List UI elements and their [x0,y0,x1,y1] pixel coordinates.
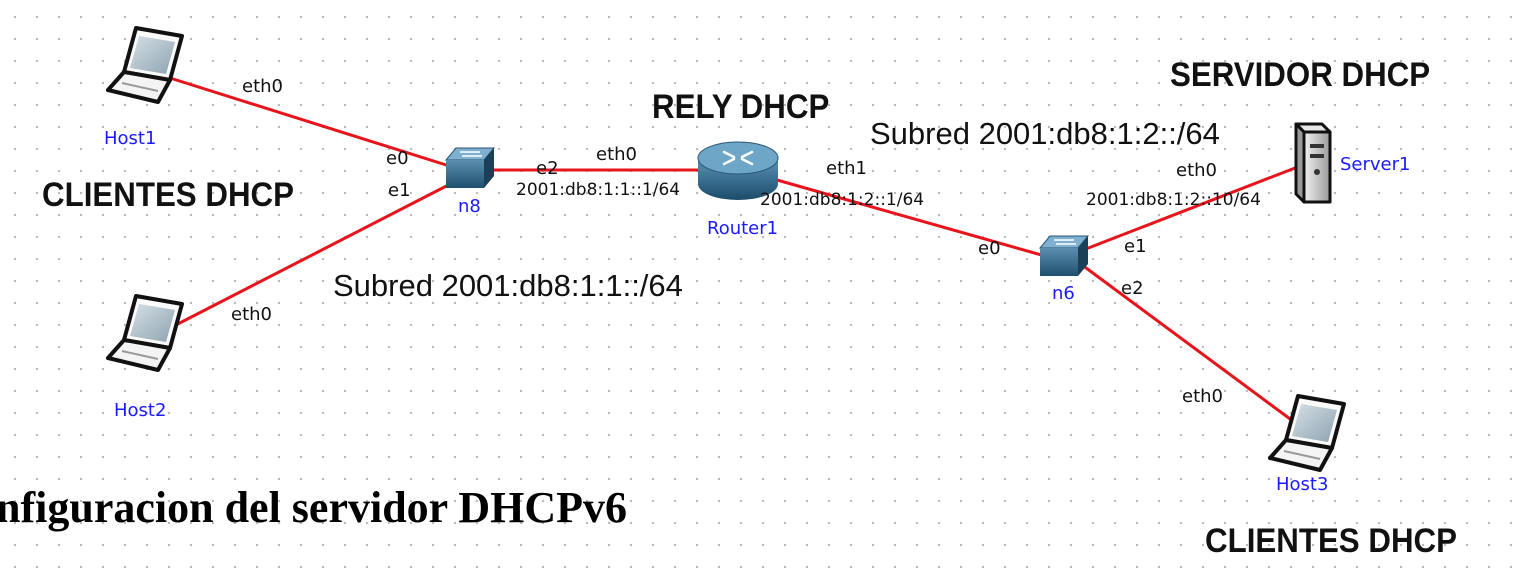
laptop-icon [1268,394,1346,472]
node-label-host3[interactable]: Host3 [1276,474,1329,495]
clients-left-label: CLIENTES DHCP [42,176,295,214]
link-host1-n8 [169,76,463,172]
clients-right-label: CLIENTES DHCP [1205,522,1458,560]
iface-host1-eth0: eth0 [242,76,283,97]
switch-icon [1038,235,1090,276]
addr-server-eth0: 2001:db8:1:2::10/64 [1086,190,1261,210]
iface-n8-e0: e0 [386,148,409,169]
laptop-icon [106,294,184,372]
link-n6-host3 [1077,260,1306,432]
link-router1-n6 [769,176,1053,260]
iface-n6-e1: e1 [1124,236,1147,257]
server-icon [1294,122,1332,204]
subnet-2-label: Subred 2001:db8:1:2::/64 [870,116,1220,151]
page-title: nfiguracion del servidor DHCPv6 [0,483,628,532]
iface-n6-e0: e0 [978,238,1001,259]
switch-icon [444,147,496,188]
iface-n6-e2: e2 [1121,278,1144,299]
link-host2-n8 [169,176,463,330]
iface-server-eth0: eth0 [1176,160,1217,181]
node-label-router1[interactable]: Router1 [707,218,779,239]
node-label-n8[interactable]: n8 [458,196,481,217]
subnet-1-label: Subred 2001:db8:1:1::/64 [333,268,683,303]
iface-router-eth1: eth1 [826,158,867,179]
node-label-server1[interactable]: Server1 [1340,154,1411,175]
server-label: SERVIDOR DHCP [1170,56,1431,94]
node-label-host1[interactable]: Host1 [104,128,157,149]
node-label-host2[interactable]: Host2 [114,400,167,421]
iface-n8-e1: e1 [388,180,411,201]
iface-n8-e2: e2 [536,158,559,179]
relay-label: RELY DHCP [652,88,830,126]
iface-router-eth0: eth0 [596,144,637,165]
laptop-icon [106,26,184,104]
addr-router-eth0: 2001:db8:1:1::1/64 [516,180,681,200]
addr-router-eth1: 2001:db8:1:2::1/64 [760,190,925,210]
iface-host3-eth0: eth0 [1182,386,1223,407]
link-n6-server1 [1077,166,1296,254]
node-label-n6[interactable]: n6 [1052,283,1075,304]
iface-host2-eth0: eth0 [231,304,272,325]
router-icon [697,141,779,200]
